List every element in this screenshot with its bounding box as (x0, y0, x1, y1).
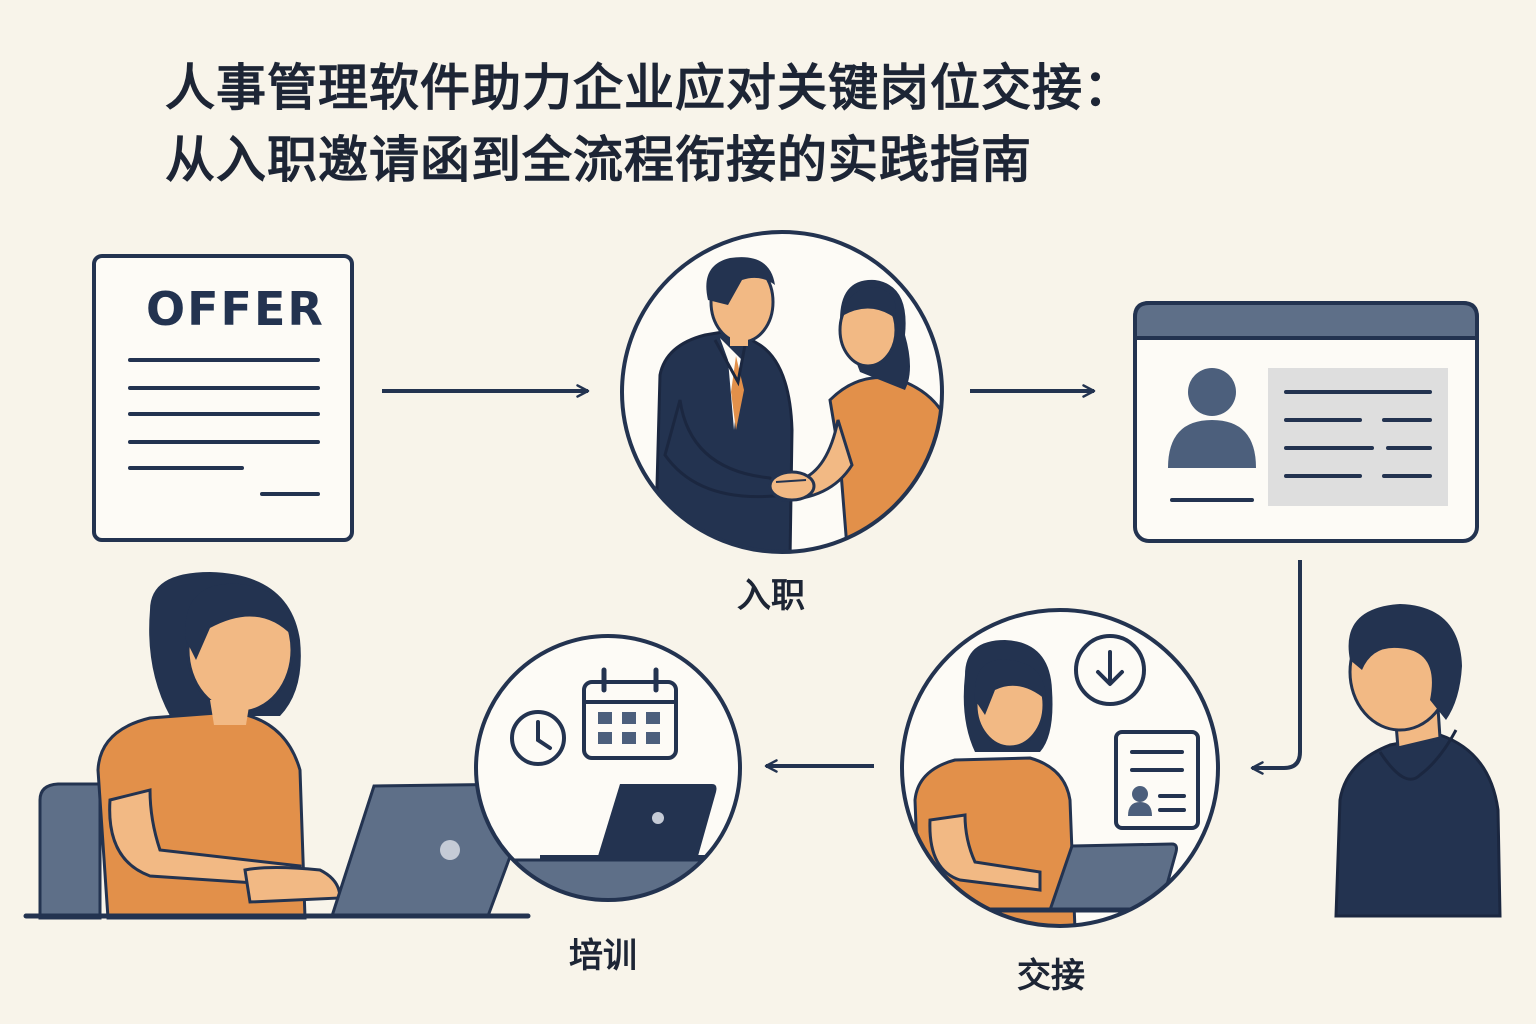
calendar-icon (582, 667, 678, 760)
download-icon (1074, 634, 1146, 706)
step-label-handover: 交接 (1017, 956, 1085, 996)
training-scene (474, 634, 742, 902)
title-line-2: 从入职邀请函到全流程衔接的实践指南 (165, 131, 1032, 189)
id-document-icon (1114, 730, 1200, 830)
offer-letter-icon (92, 254, 354, 542)
step-label-onboarding: 入职 (737, 576, 805, 616)
onboarding-handshake-scene (620, 230, 944, 554)
employee-profile-card-icon (1133, 301, 1479, 543)
successor-employee-figure (1334, 604, 1502, 918)
handover-scene (900, 608, 1220, 928)
profile-avatar-icon (1188, 368, 1236, 416)
employee-at-laptop-scene (23, 572, 536, 920)
diagram-title: 人事管理软件助力企业应对关键岗位交接： 从入职邀请函到全流程衔接的实践指南 (165, 52, 1134, 196)
step-label-training: 培训 (569, 936, 637, 976)
offer-heading: OFFER (146, 282, 325, 336)
arrow-profile-to-handover (1250, 560, 1302, 775)
title-line-1: 人事管理软件助力企业应对关键岗位交接： (165, 59, 1134, 117)
